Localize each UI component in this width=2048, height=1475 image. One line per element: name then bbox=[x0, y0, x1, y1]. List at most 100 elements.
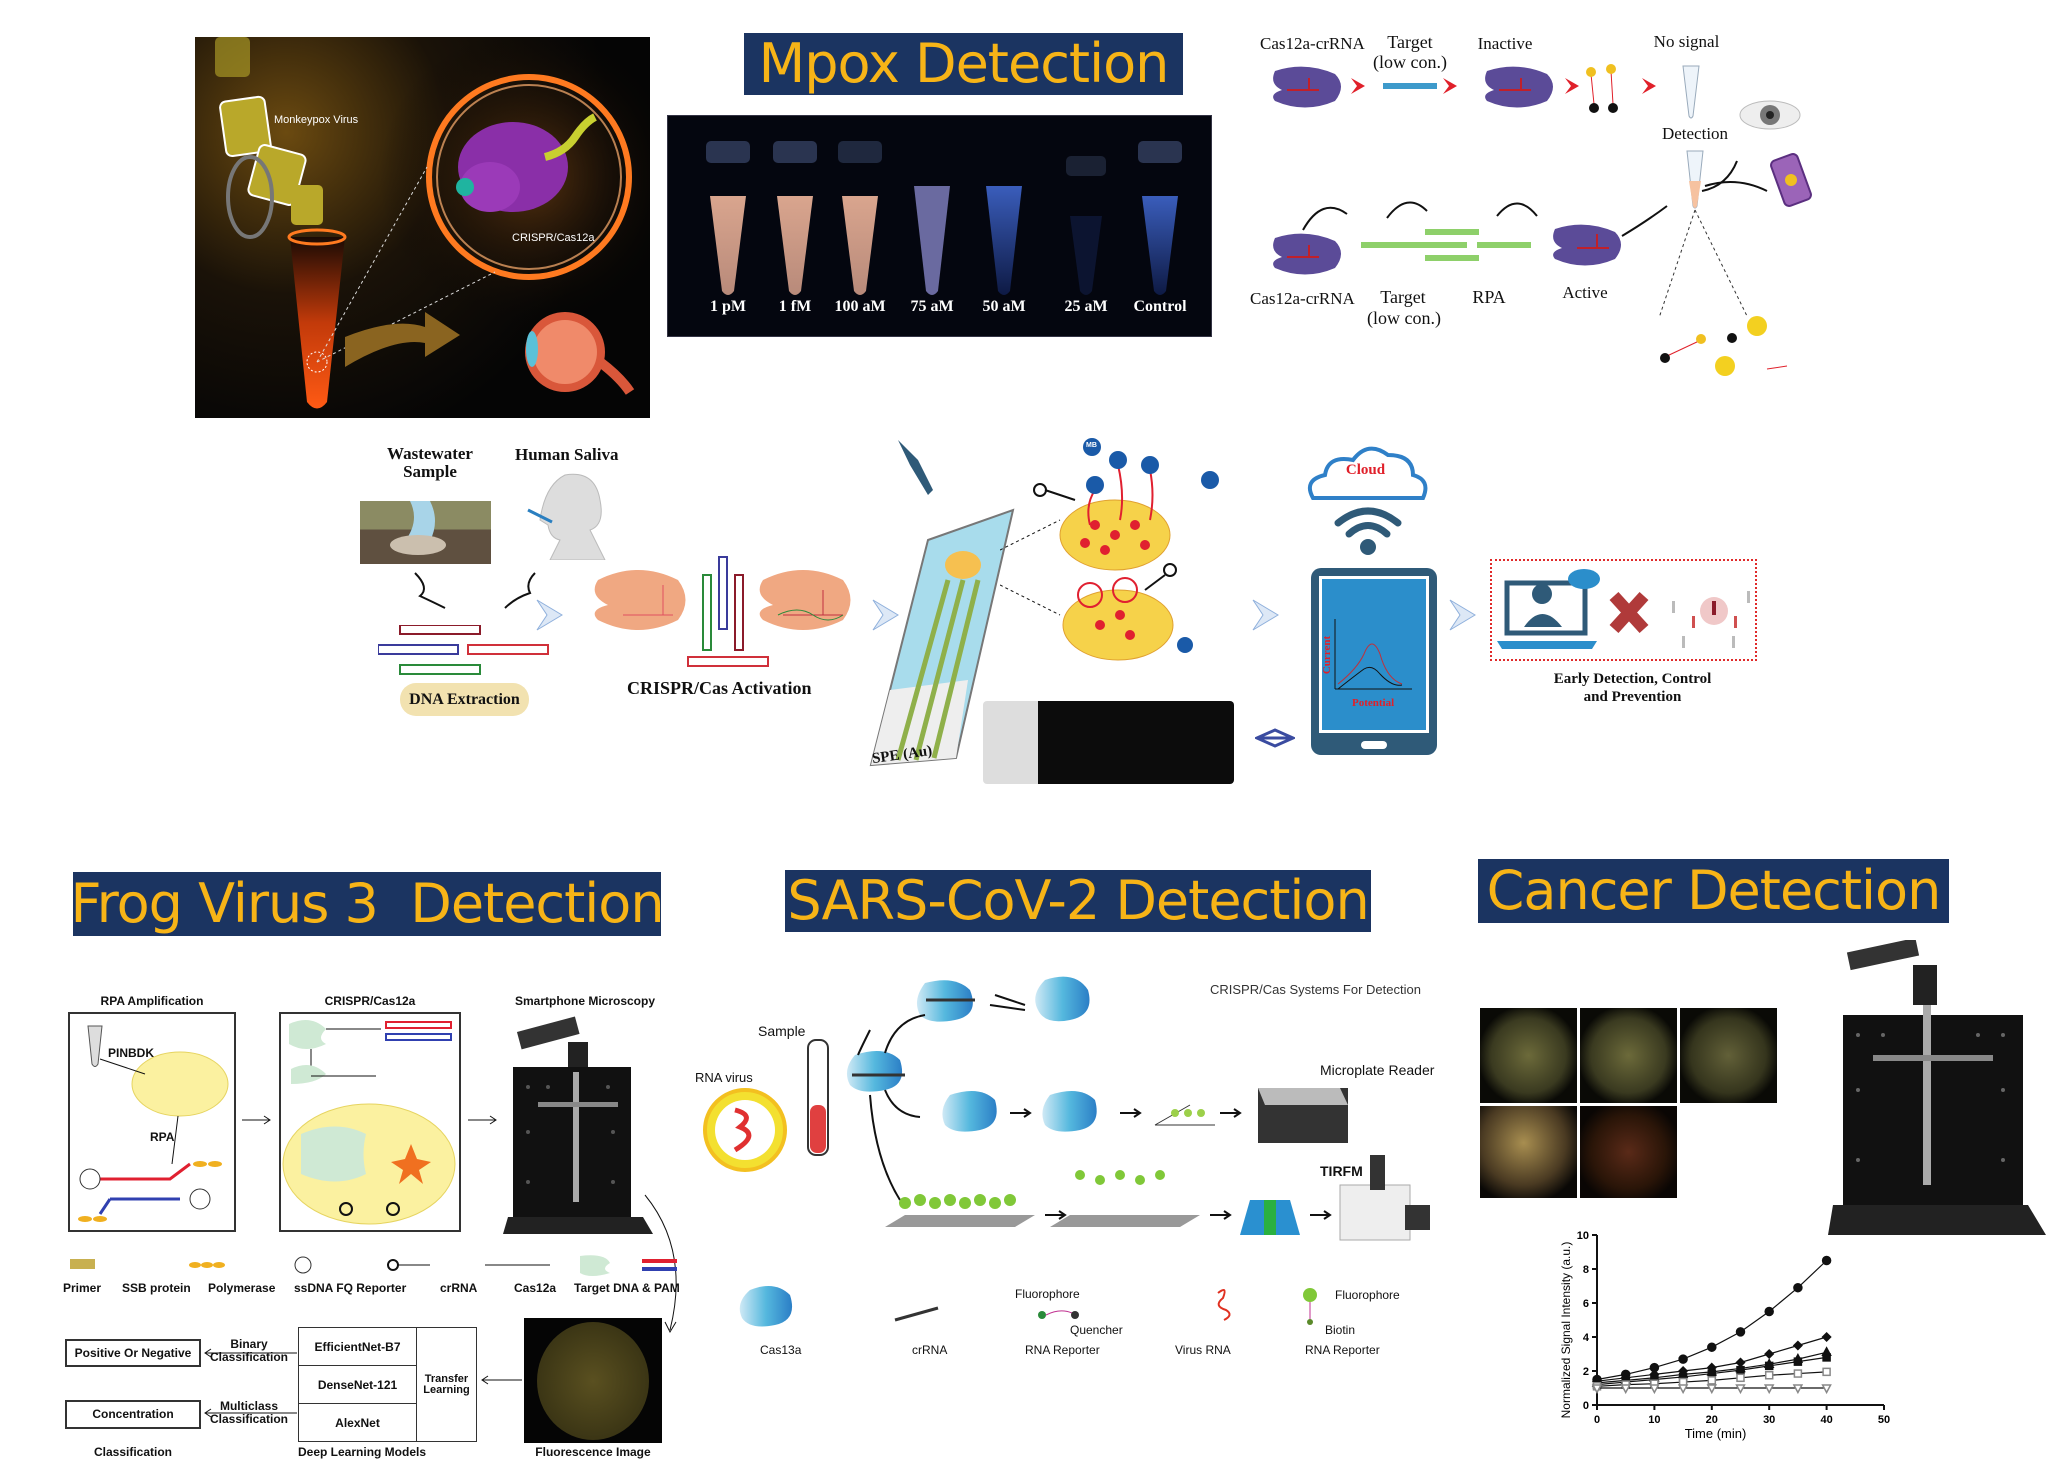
tube-control bbox=[1138, 141, 1182, 295]
legend-label: Target DNA & PAM bbox=[574, 1281, 680, 1295]
eye-icon bbox=[525, 312, 635, 395]
cancer-title: Cancer Detection bbox=[1478, 859, 1949, 923]
legend-label: ssDNA FQ Reporter bbox=[294, 1281, 407, 1295]
cas13a-icon bbox=[846, 1051, 903, 1092]
crispr-panel bbox=[279, 1012, 461, 1232]
chevron-arrow-icon bbox=[1351, 78, 1656, 94]
inactive-label: Inactive bbox=[1477, 34, 1533, 53]
micrograph-tile bbox=[1580, 1106, 1677, 1198]
cancer-microscope-photo bbox=[1828, 937, 2046, 1235]
data-point bbox=[1821, 1384, 1832, 1395]
potentiostat-photo bbox=[983, 701, 1234, 784]
tube-label: 25 aM bbox=[1064, 298, 1108, 315]
tube-1pm bbox=[706, 141, 750, 295]
cross-icon bbox=[1609, 591, 1649, 634]
smartphone-microscopy-label: Smartphone Microscopy bbox=[514, 994, 656, 1008]
legend-label: crRNA bbox=[440, 1281, 478, 1295]
arrow-icon bbox=[414, 572, 536, 609]
y-tick-label: 4 bbox=[1583, 1332, 1590, 1344]
fluorescence-image bbox=[524, 1318, 662, 1443]
cas12a-active-icon bbox=[1553, 224, 1621, 266]
tube-icon bbox=[87, 1025, 103, 1067]
data-point bbox=[1793, 1357, 1803, 1366]
tube-100am bbox=[838, 141, 882, 295]
biotin-label: Biotin bbox=[1325, 1323, 1356, 1337]
cloud-icon bbox=[1308, 446, 1428, 500]
data-point bbox=[1649, 1384, 1660, 1395]
reporter-icon bbox=[387, 1259, 430, 1271]
rpa-amplification-label: RPA Amplification bbox=[100, 994, 204, 1008]
data-point bbox=[1763, 1384, 1775, 1395]
model-efficientnet: EfficientNet-B7 bbox=[298, 1327, 417, 1366]
concentration-box: Concentration bbox=[65, 1400, 201, 1429]
wastewater-label: Wastewater Sample bbox=[387, 444, 473, 481]
monkeypox-virus-label: Monkeypox Virus bbox=[274, 114, 359, 126]
x-tick-label: 20 bbox=[1706, 1414, 1718, 1426]
cloud-label: Cloud bbox=[1345, 462, 1386, 478]
crispr-cas12a-label: CRISPR/Cas12a bbox=[512, 232, 595, 244]
wastewater-image bbox=[360, 501, 491, 564]
spe-electrode-art bbox=[869, 440, 1015, 767]
data-point bbox=[1678, 1354, 1688, 1364]
cas-protein-icon bbox=[759, 570, 851, 630]
x-axis-label: Time (min) bbox=[1685, 1426, 1747, 1441]
tube-75am bbox=[914, 186, 950, 295]
potential-axis-label: Potential bbox=[1352, 697, 1395, 709]
scissors-icon bbox=[1033, 483, 1177, 591]
chevron-arrow-icon bbox=[1449, 599, 1476, 631]
model-densenet: DenseNet-121 bbox=[298, 1365, 417, 1404]
dna-fragments-icon bbox=[378, 625, 549, 675]
arrow-icon bbox=[1302, 160, 1768, 237]
cas12a-schematic-art bbox=[1273, 64, 1812, 376]
fluorophore-label: Fluorophore bbox=[1335, 1288, 1400, 1302]
data-point bbox=[1735, 1384, 1746, 1395]
frog-legend-icons bbox=[70, 1255, 677, 1276]
cas12a-schematic: Cas12a-crRNA Target (low con.) Inactive … bbox=[1247, 26, 1815, 379]
legend-label: Virus RNA bbox=[1175, 1343, 1231, 1357]
smartphone-microscope-photo bbox=[503, 1012, 653, 1234]
tube-50am bbox=[986, 186, 1022, 295]
x-tick-label: 40 bbox=[1820, 1414, 1832, 1426]
sample-label: Sample bbox=[758, 1023, 806, 1039]
data-point bbox=[1620, 1384, 1631, 1395]
tube-label: 1 pM bbox=[710, 298, 746, 315]
target-label: Target bbox=[1387, 32, 1433, 52]
cas12a-icon bbox=[1273, 66, 1341, 108]
wifi-icon bbox=[1334, 507, 1402, 555]
cleaved-reporter-icon bbox=[1660, 316, 1788, 376]
primer-icon bbox=[70, 1259, 95, 1269]
tube-25am bbox=[1066, 156, 1106, 295]
data-point bbox=[1793, 1282, 1803, 1293]
transfer-learning-label: Transfer Learning bbox=[416, 1327, 477, 1442]
rna-reporter-legend-icon bbox=[1038, 1310, 1079, 1319]
cas12a-icon bbox=[1485, 66, 1553, 108]
fluorophore-label: Fluorophore bbox=[1015, 1287, 1080, 1301]
fluorophore-star-icon bbox=[391, 1144, 431, 1184]
legend-label: RNA Reporter bbox=[1025, 1343, 1100, 1357]
cas13a-icon bbox=[1035, 976, 1090, 1022]
legend-label: Primer bbox=[63, 1281, 102, 1295]
data-point bbox=[1677, 1384, 1689, 1395]
tube-label: 1 fM bbox=[778, 298, 812, 315]
data-point bbox=[1764, 1361, 1774, 1371]
legend-label: Cas12a bbox=[514, 1281, 557, 1295]
amplicon-icon bbox=[1361, 229, 1531, 261]
x-tick-label: 30 bbox=[1763, 1414, 1775, 1426]
arrow-icon bbox=[481, 1375, 522, 1385]
rna-virus-icon bbox=[703, 1088, 787, 1172]
rpa-label: RPA bbox=[150, 1130, 175, 1144]
data-point bbox=[1736, 1373, 1745, 1383]
x-tick-label: 50 bbox=[1878, 1414, 1890, 1426]
no-signal-label: No signal bbox=[1653, 32, 1720, 51]
microplate-reader-icon bbox=[1258, 1088, 1348, 1143]
tirfm-label: TIRFM bbox=[1320, 1163, 1363, 1179]
crrna-legend-icon bbox=[894, 1306, 939, 1322]
rpa-panel: PINBDK RPA bbox=[68, 1012, 236, 1232]
micrograph-tile bbox=[1580, 1008, 1677, 1103]
data-point bbox=[1793, 1369, 1803, 1378]
human-saliva-label: Human Saliva bbox=[515, 445, 619, 464]
surface-icon bbox=[885, 1215, 1200, 1227]
mb-label: MB bbox=[1086, 442, 1097, 449]
chevron-arrow-icon bbox=[536, 599, 563, 631]
